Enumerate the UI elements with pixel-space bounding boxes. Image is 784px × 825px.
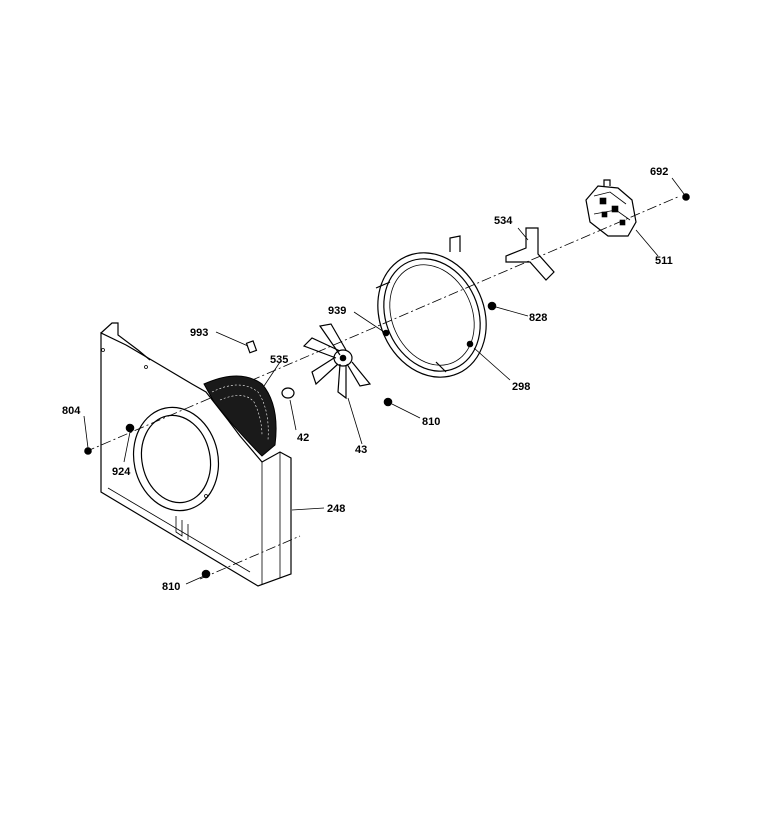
label-804: 804 bbox=[62, 405, 81, 417]
label-810-lower: 810 bbox=[162, 581, 180, 593]
nut-42-icon bbox=[281, 387, 295, 399]
leader-lines bbox=[83, 177, 685, 585]
label-534: 534 bbox=[494, 215, 513, 227]
screw-810-lower-icon bbox=[201, 569, 211, 579]
label-810-upper: 810 bbox=[422, 416, 440, 428]
label-939: 939 bbox=[328, 305, 346, 317]
label-298: 298 bbox=[512, 381, 530, 393]
label-692: 692 bbox=[650, 166, 668, 178]
label-993: 993 bbox=[190, 327, 208, 339]
label-42: 42 bbox=[297, 432, 309, 444]
fan-blade-icon bbox=[302, 323, 372, 400]
label-248: 248 bbox=[327, 503, 345, 515]
grille bbox=[203, 375, 277, 457]
label-535: 535 bbox=[270, 354, 288, 366]
label-43: 43 bbox=[355, 444, 367, 456]
screw-993-icon bbox=[245, 340, 258, 354]
part-labels: 692 534 511 939 828 993 535 298 804 42 8… bbox=[62, 166, 673, 593]
fan-shroud-panel bbox=[100, 322, 292, 587]
screw-810-upper-icon bbox=[383, 397, 393, 407]
label-924: 924 bbox=[112, 466, 131, 478]
motor-511-icon bbox=[585, 179, 637, 237]
center-axis bbox=[84, 195, 681, 580]
bracket-534-icon bbox=[505, 227, 555, 281]
screw-828-icon bbox=[487, 301, 497, 311]
bushing-924-icon bbox=[125, 423, 135, 433]
mounting-ring bbox=[375, 235, 487, 378]
label-828: 828 bbox=[529, 312, 547, 324]
label-511: 511 bbox=[655, 255, 673, 267]
screw-804-icon bbox=[84, 447, 92, 455]
screw-692-icon bbox=[682, 193, 690, 201]
